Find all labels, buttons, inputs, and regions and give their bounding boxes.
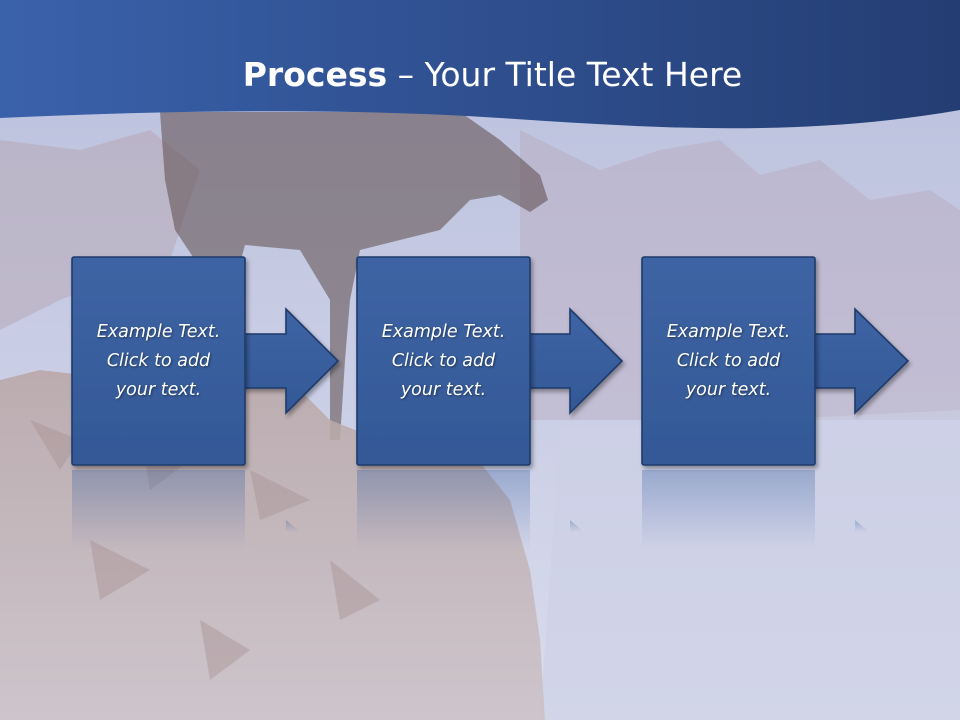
step-2-line-3: your text. [400, 379, 487, 400]
header-band [0, 0, 960, 129]
arrow-2 [526, 307, 624, 415]
arrow-1 [241, 307, 340, 415]
step-3-line-3: your text. [685, 379, 772, 400]
step-box-3-shape [641, 256, 816, 466]
step-3-line-1: Example Text. [666, 321, 791, 342]
step-text-3[interactable]: Example Text. Click to add your text. [642, 257, 815, 465]
step-text-1[interactable]: Example Text. Click to add your text. [72, 257, 245, 465]
ram-silhouette [160, 112, 548, 440]
step-2-line-1: Example Text. [381, 321, 506, 342]
step-2-line-2: Click to add [391, 350, 496, 371]
slide-title[interactable]: Process – Your Title Text Here [0, 54, 960, 96]
arrow-3 [811, 307, 910, 415]
step-box-1-shape [71, 256, 246, 466]
step-text-2[interactable]: Example Text. Click to add your text. [357, 257, 530, 465]
step-1-line-3: your text. [115, 379, 202, 400]
step-box-2-shape [356, 256, 531, 466]
title-bold-part: Process [242, 55, 388, 94]
title-rest-part: – Your Title Text Here [387, 55, 743, 94]
left-cliffs [0, 130, 200, 330]
reflections [72, 470, 869, 550]
step-1-line-1: Example Text. [96, 321, 221, 342]
step-1-line-2: Click to add [106, 350, 211, 371]
step-3-line-2: Click to add [676, 350, 781, 371]
